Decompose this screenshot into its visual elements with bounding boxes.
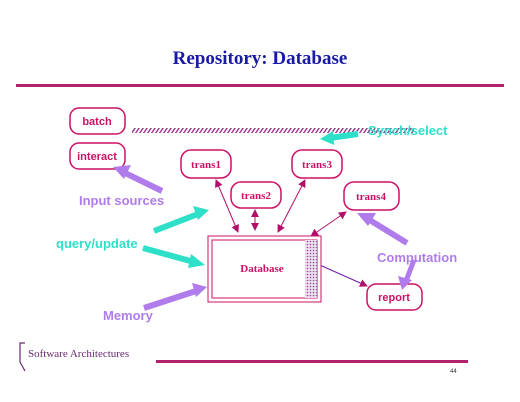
trans2-label: trans2 [241,190,271,202]
trans3-db-arrow [277,179,306,233]
synch-bus-bar [132,128,414,133]
trans1-box: trans1 [180,149,232,179]
trans2-box: trans2 [230,181,282,209]
footer-course-title: Software Architectures [28,348,130,360]
trans4-label: trans4 [356,191,386,203]
memory-arrow [143,283,207,311]
trans1-label: trans1 [191,159,221,171]
interact-label: interact [77,151,117,163]
title-divider [16,84,504,87]
query-lower-arrow [142,245,205,268]
trans3-box: trans3 [291,149,343,179]
memory-label: Memory [103,308,154,323]
trans1-db-arrow [215,179,239,233]
synch-select-label: Synch/select [368,123,448,138]
database-box: Database [207,235,322,303]
slide-title: Repository: Database [172,48,348,69]
report-box: report [366,283,423,311]
computation-label: Computation [377,250,457,265]
footer-divider [156,360,468,363]
database-label: Database [240,263,284,275]
query-upper-arrow [152,206,209,234]
trans4-box: trans4 [343,181,400,211]
footer-logo-bracket [19,342,26,372]
report-label: report [378,292,410,304]
interact-box: interact [69,142,126,170]
db-report-arrow [312,261,368,287]
synch-select-arrow [320,131,359,145]
input-sources-label: Input sources [79,193,164,208]
batch-box: batch [69,107,126,135]
query-update-label: query/update [56,236,138,251]
trans3-label: trans3 [302,159,332,171]
computation-arrow [357,213,409,246]
batch-label: batch [82,116,112,128]
computation-report-arrow [398,259,417,290]
page-number: 44 [450,369,457,375]
trans4-db-arrow [310,211,347,237]
input-sources-arrow [113,165,164,194]
